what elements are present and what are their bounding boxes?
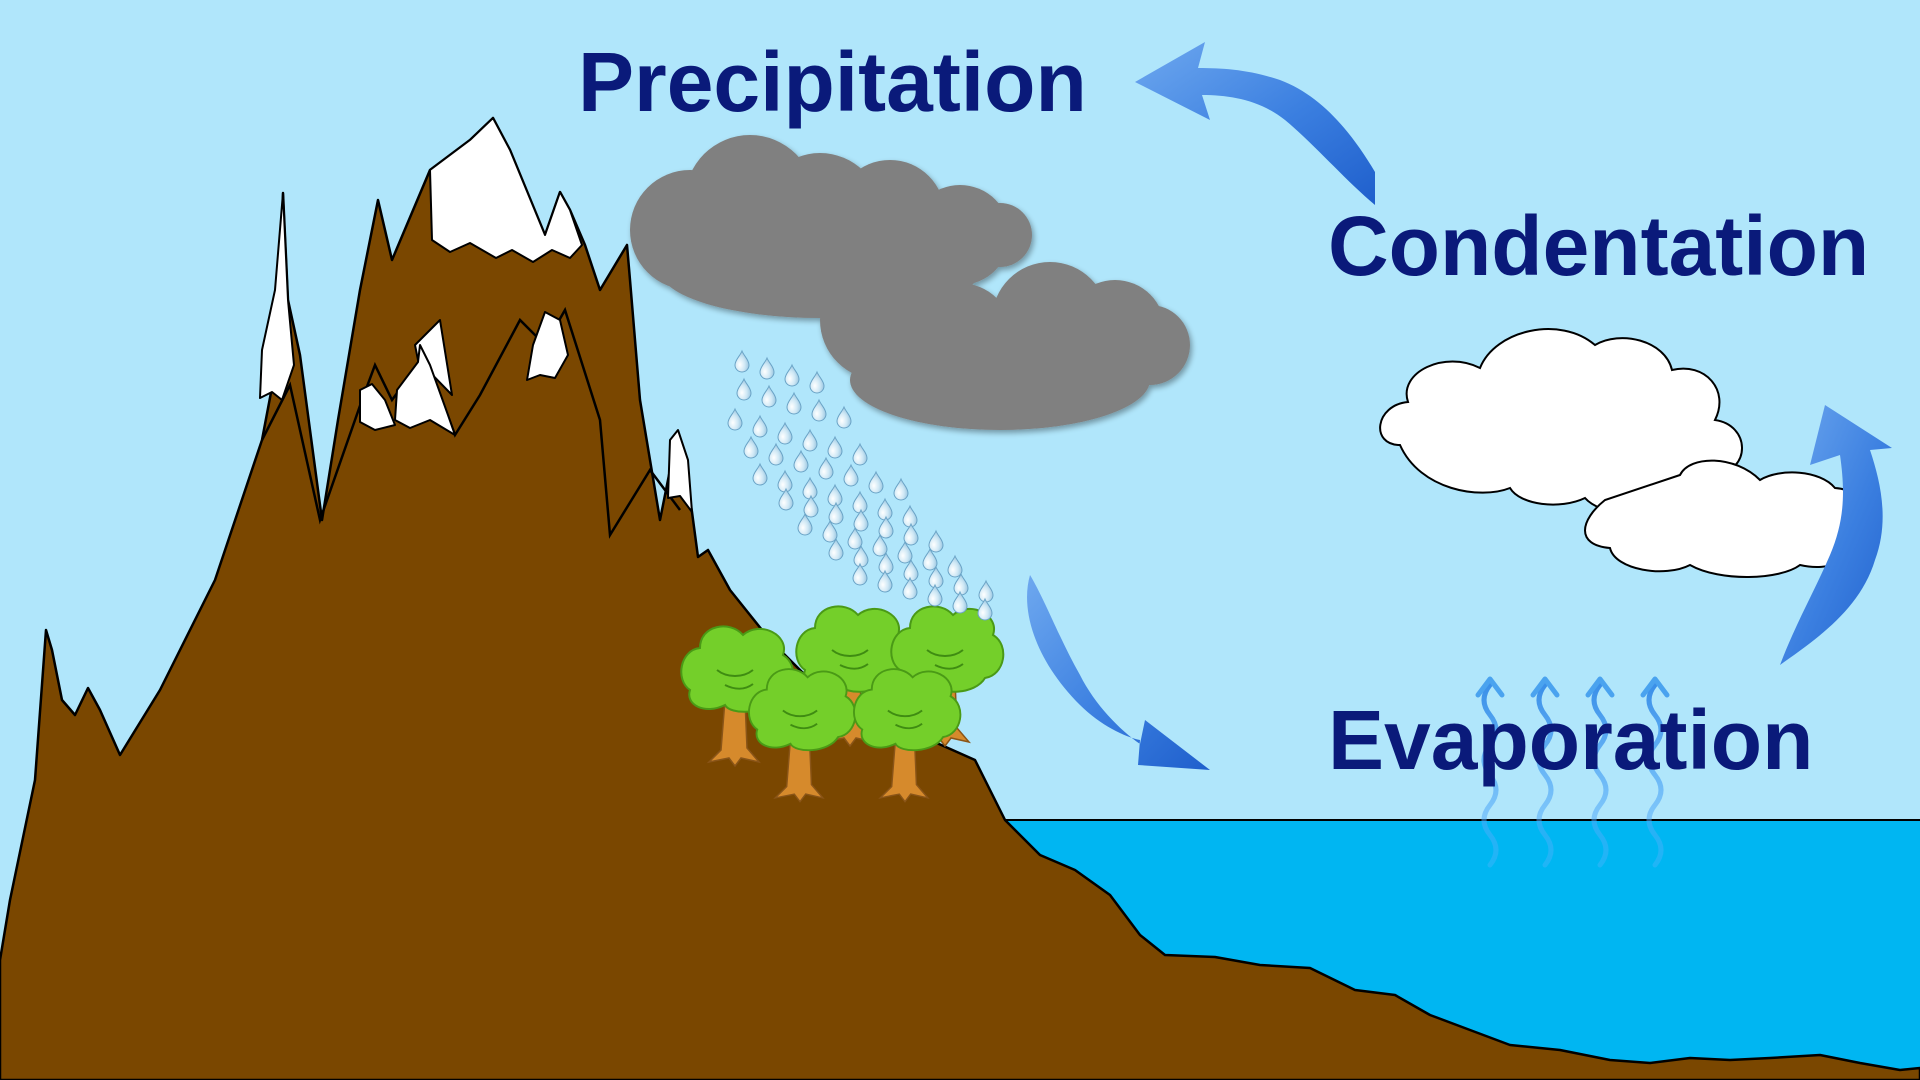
curved-arrow-icon: [1027, 575, 1210, 770]
raindrop-icon: [818, 456, 834, 480]
raindrop-icon: [868, 470, 884, 494]
raindrop-icon: [928, 529, 944, 553]
raindrop-icon: [977, 597, 993, 621]
tree-icon: [853, 668, 962, 803]
rain-cloud: [630, 135, 1190, 430]
raindrop-icon: [947, 554, 963, 578]
wavy-up-arrow-icon: [1536, 682, 1554, 868]
raindrop-icon: [843, 463, 859, 487]
raindrop-icon: [853, 508, 869, 532]
raindrop-icon: [761, 384, 777, 408]
raindrop-icon: [852, 562, 868, 586]
snow-caps: [259, 117, 693, 513]
label-condensation: Condentation: [1328, 199, 1870, 293]
raindrop-icon: [828, 537, 844, 561]
raindrop-icon: [922, 547, 938, 571]
cycle-arrows: [1027, 42, 1892, 770]
label-precipitation: Precipitation: [578, 35, 1087, 129]
raindrop-icon: [852, 442, 868, 466]
wavy-up-arrow-icon: [1481, 682, 1499, 868]
raindrop-icon: [727, 407, 743, 431]
raindrop-icon: [768, 442, 784, 466]
vapor-arrowhead: [1640, 676, 1670, 698]
rain-drops: [727, 349, 994, 621]
raindrop-icon: [878, 515, 894, 539]
raindrop-icon: [927, 583, 943, 607]
evaporation-vapor: [1475, 676, 1670, 868]
raindrop-icon: [822, 519, 838, 543]
raindrop-icon: [897, 540, 913, 564]
raindrop-icon: [802, 428, 818, 452]
vapor-arrowhead: [1475, 676, 1505, 698]
wavy-up-arrow-icon: [1646, 682, 1664, 868]
raindrop-icon: [777, 421, 793, 445]
raindrop-icon: [793, 449, 809, 473]
raindrop-icon: [877, 569, 893, 593]
raindrop-icon: [778, 487, 794, 511]
raindrop-icon: [803, 494, 819, 518]
raindrop-icon: [903, 522, 919, 546]
raindrop-icon: [734, 349, 750, 373]
curved-arrow-icon: [1135, 42, 1375, 205]
raindrop-icon: [872, 533, 888, 557]
raindrop-icon: [752, 462, 768, 486]
raindrop-icon: [786, 391, 802, 415]
raindrop-icon: [811, 398, 827, 422]
mountain-ridge: [260, 306, 681, 539]
raindrop-icon: [797, 512, 813, 536]
raindrop-icon: [736, 377, 752, 401]
label-evaporation: Evaporation: [1328, 693, 1814, 787]
raindrop-icon: [952, 590, 968, 614]
vapor-arrowhead: [1585, 676, 1615, 698]
raindrop-icon: [743, 435, 759, 459]
raindrop-icon: [809, 370, 825, 394]
raindrop-icon: [847, 526, 863, 550]
raindrop-icon: [752, 414, 768, 438]
tree-group: [680, 605, 1005, 803]
raindrop-icon: [784, 363, 800, 387]
raindrop-icon: [759, 356, 775, 380]
tree-icon: [748, 668, 857, 803]
white-cloud: [1379, 328, 1869, 578]
raindrop-icon: [893, 477, 909, 501]
raindrop-icon: [902, 576, 918, 600]
raindrop-icon: [828, 501, 844, 525]
raindrop-icon: [827, 435, 843, 459]
curved-arrow-icon: [1780, 405, 1892, 665]
wavy-up-arrow-icon: [1591, 682, 1609, 868]
vapor-arrowhead: [1530, 676, 1560, 698]
raindrop-icon: [836, 405, 852, 429]
